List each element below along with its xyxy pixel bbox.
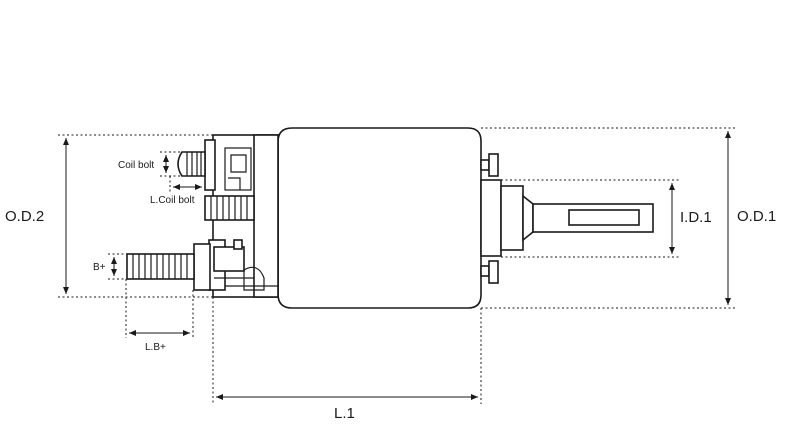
b-plus-nut xyxy=(193,243,211,291)
mounting-tab-top xyxy=(480,159,490,171)
main-cylinder xyxy=(277,127,482,309)
plunger-assembly xyxy=(480,153,654,284)
coil-bolt-base xyxy=(204,139,216,191)
coil-bolt xyxy=(177,151,206,177)
l1-label: L.1 xyxy=(334,405,355,422)
dimension-coil-bolt: Coil bolt xyxy=(118,151,182,177)
dimension-lb-plus: L.B+ xyxy=(125,279,194,353)
l-coil-bolt-label: L.Coil bolt xyxy=(150,195,195,206)
dimension-od1: O.D.1 xyxy=(481,127,776,309)
terminal-housing xyxy=(224,147,252,191)
dimension-b-plus: B+ xyxy=(93,253,127,280)
id1-label: I.D.1 xyxy=(680,209,712,226)
od1-label: O.D.1 xyxy=(737,208,776,225)
rear-cap-inner xyxy=(253,134,279,298)
solenoid-body xyxy=(193,127,482,309)
dimension-l-coil-bolt: L.Coil bolt xyxy=(150,176,202,206)
dimension-id1: I.D.1 xyxy=(501,179,712,258)
middle-stud xyxy=(204,195,255,221)
od2-label: O.D.2 xyxy=(5,208,44,225)
b-plus-label: B+ xyxy=(93,262,106,273)
plunger-flange xyxy=(480,179,502,257)
b-plus-stud xyxy=(126,253,195,280)
dimension-od2: O.D.2 xyxy=(5,134,213,298)
dimension-l1: L.1 xyxy=(212,297,482,422)
coil-bolt-label: Coil bolt xyxy=(118,160,154,171)
lb-plus-label: L.B+ xyxy=(145,342,166,353)
plunger-slot xyxy=(568,209,640,226)
plunger-collar xyxy=(500,185,524,251)
mounting-tab-bottom xyxy=(480,265,490,277)
